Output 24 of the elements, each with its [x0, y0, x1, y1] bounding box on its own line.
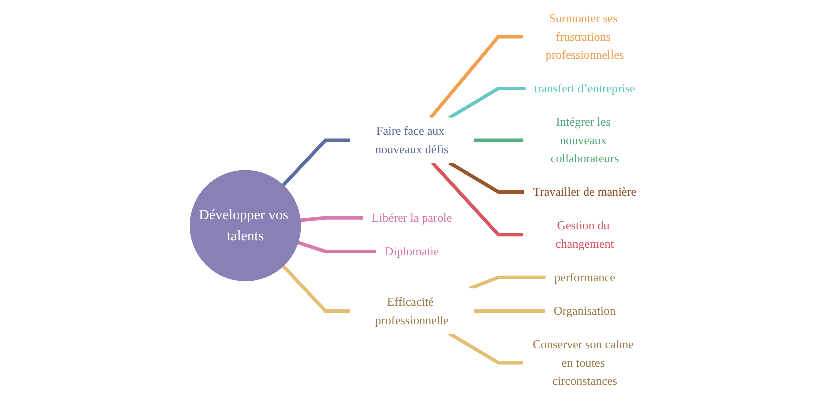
connector [431, 162, 524, 237]
connector [282, 264, 350, 314]
node-text: transfert d’entreprise [534, 82, 636, 96]
node-text: Gestion du changement [556, 218, 614, 250]
node-text: Efficacité professionnelle [375, 295, 449, 327]
connector [448, 332, 524, 365]
connector [448, 86, 526, 120]
connector [474, 138, 524, 142]
connector [282, 138, 350, 187]
node-circle: Développer vos talents [190, 170, 302, 282]
connector [474, 309, 546, 314]
node-text: Organisation [554, 304, 616, 318]
connector [298, 241, 377, 254]
node-text: Diplomatie [385, 244, 440, 258]
connector [468, 276, 546, 291]
node-text: Travailler de manière [533, 185, 637, 199]
node-text: Libérer la parole [372, 211, 452, 225]
node-text: Intégrer les nouveaux collaborateurs [550, 116, 620, 166]
connector [429, 35, 524, 120]
node-text: performance [554, 270, 616, 284]
node-text: Conserver son calme en toutes circonstances [532, 338, 634, 388]
node-text: Surmonter ses frustrations professionnelles [546, 12, 624, 62]
connector [448, 161, 525, 194]
connector [300, 216, 364, 222]
